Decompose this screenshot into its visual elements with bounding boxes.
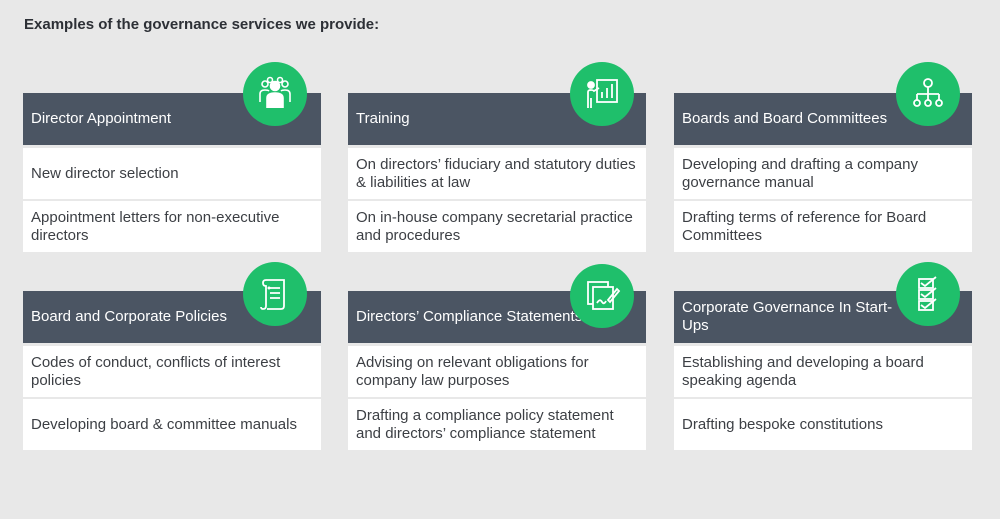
checklist-icon xyxy=(896,262,960,326)
card-item: Codes of conduct, conflicts of interest … xyxy=(23,346,321,397)
card-item: Establishing and developing a board spea… xyxy=(674,346,972,397)
card-item: Drafting bespoke constitutions xyxy=(674,399,972,450)
presentation-icon xyxy=(570,62,634,126)
signed-document-icon xyxy=(570,264,634,328)
card-item: Appointment letters for non-executive di… xyxy=(23,201,321,252)
card-item: On in-house company secretarial practice… xyxy=(348,201,646,252)
card-item: Drafting terms of reference for Board Co… xyxy=(674,201,972,252)
scroll-icon xyxy=(243,262,307,326)
org-chart-icon xyxy=(896,62,960,126)
card-title: Corporate Governance In Start-Ups xyxy=(674,291,972,343)
people-icon xyxy=(243,62,307,126)
page-title: Examples of the governance services we p… xyxy=(24,16,380,33)
card-item: Developing board & committee manuals xyxy=(23,399,321,450)
card-item: New director selection xyxy=(23,148,321,199)
card-item: On directors’ fiduciary and statutory du… xyxy=(348,148,646,199)
card-item: Advising on relevant obligations for com… xyxy=(348,346,646,397)
card-item: Developing and drafting a company govern… xyxy=(674,148,972,199)
card-item: Drafting a compliance policy statement a… xyxy=(348,399,646,450)
